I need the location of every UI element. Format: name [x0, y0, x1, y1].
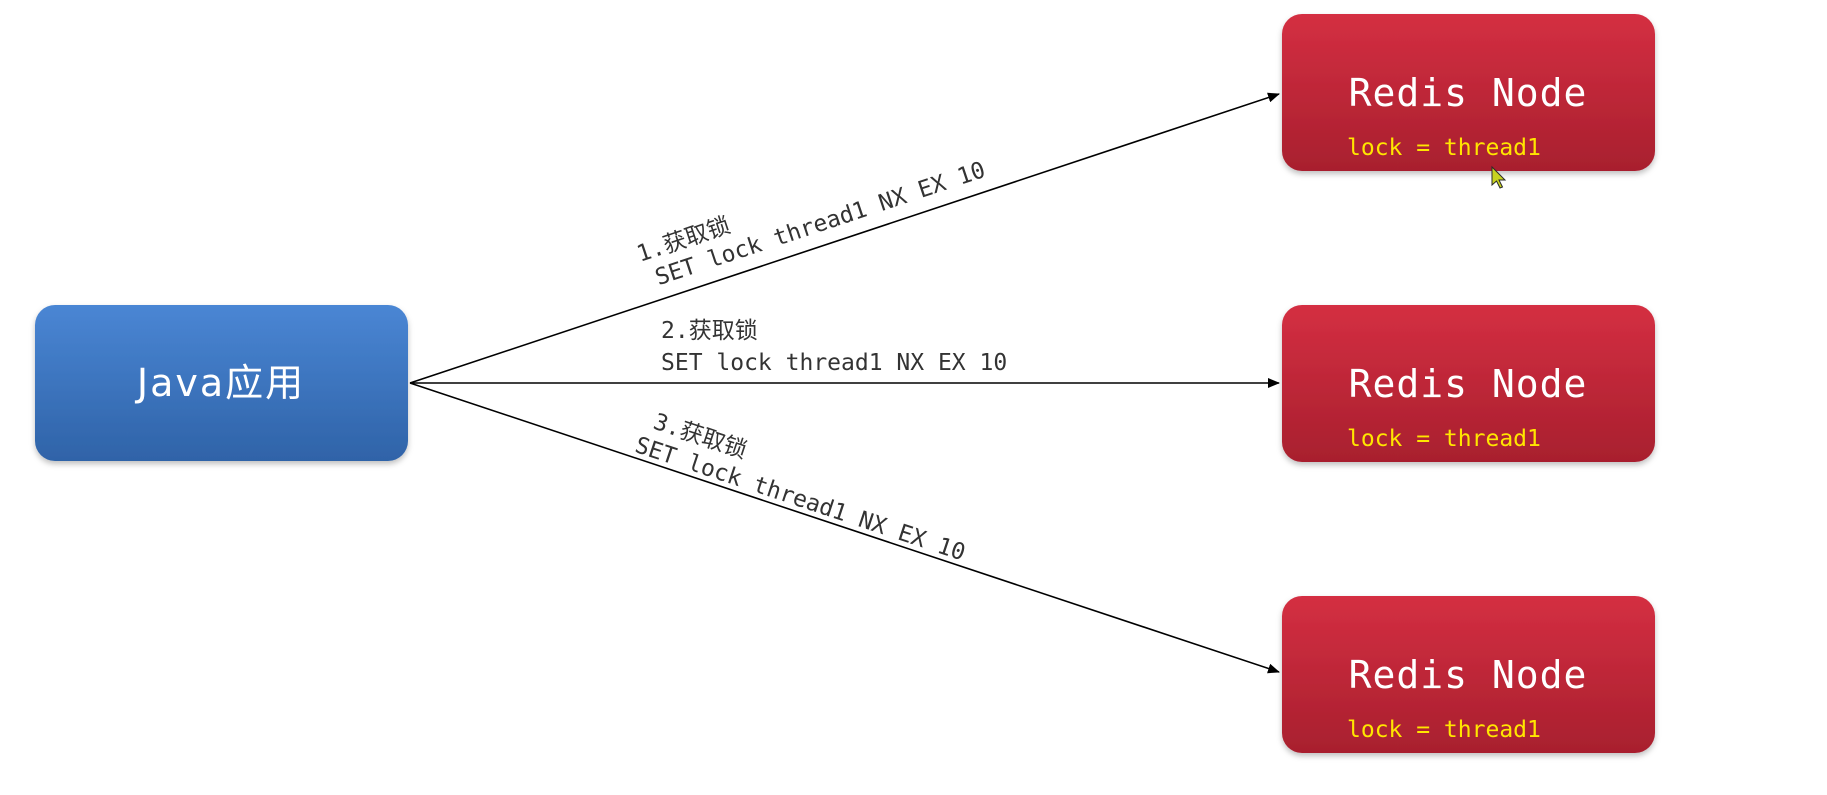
java-app-label: Java应用 — [135, 361, 305, 405]
redis-node-1-lock-value: lock = thread1 — [1347, 135, 1541, 161]
redis-node-2-box — [1282, 305, 1655, 462]
redis-node-1: Redis Node lock = thread1 — [1282, 14, 1655, 171]
edge-label-3: 3.获取锁 SET lock thread1 NX EX 10 — [632, 409, 969, 566]
edge-label-2-command: SET lock thread1 NX EX 10 — [661, 350, 1007, 376]
java-app-node: Java应用 — [35, 305, 408, 461]
edge-to-redis-node-1 — [409, 92, 1280, 384]
mouse-pointer-icon — [1491, 165, 1507, 189]
java-app-box — [35, 305, 408, 461]
redis-node-2-title: Redis Node — [1349, 362, 1588, 406]
redis-node-1-title: Redis Node — [1349, 71, 1588, 115]
redis-node-3: Redis Node lock = thread1 — [1282, 596, 1655, 753]
edge-to-redis-node-3 — [409, 382, 1280, 674]
edge-label-2-step: 2.获取锁 — [661, 318, 758, 344]
edge-label-2: 2.获取锁 SET lock thread1 NX EX 10 — [661, 318, 1007, 376]
edge-label-3-command: SET lock thread1 NX EX 10 — [632, 432, 969, 566]
redis-node-3-box — [1282, 596, 1655, 753]
edge-label-1: 1.获取锁 SET lock thread1 NX EX 10 — [634, 157, 989, 291]
redis-node-3-title: Redis Node — [1349, 653, 1588, 697]
redis-node-1-box — [1282, 14, 1655, 171]
redis-node-2: Redis Node lock = thread1 — [1282, 305, 1655, 462]
redis-node-2-lock-value: lock = thread1 — [1347, 426, 1541, 452]
redis-node-3-lock-value: lock = thread1 — [1347, 717, 1541, 743]
